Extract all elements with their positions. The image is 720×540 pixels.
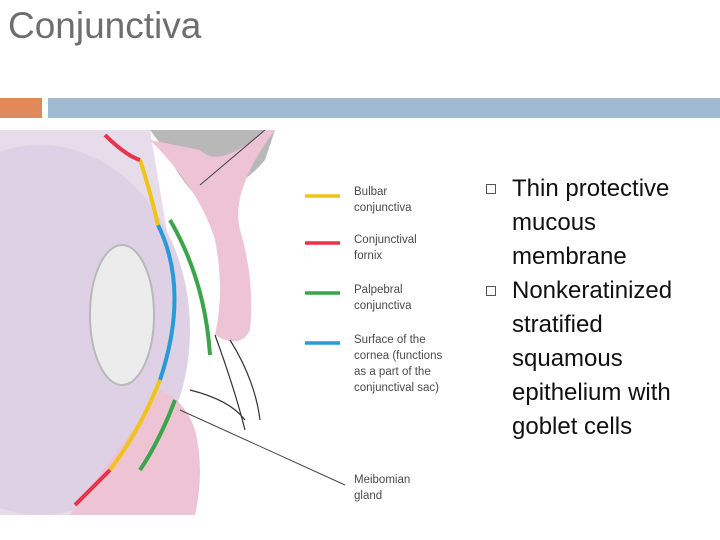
legend-cornea-line1: Surface of the <box>354 334 426 346</box>
palpebral-lower-line <box>138 399 177 472</box>
legend-palpebral-line1: Palpebral <box>354 284 403 296</box>
legend-bulbar-line2: conjunctiva <box>354 202 412 214</box>
upper-leader-line <box>199 130 266 186</box>
square-bullet-icon <box>486 184 496 194</box>
slide-title: Conjunctiva <box>8 5 202 46</box>
meibomian-leader-line <box>179 409 346 486</box>
legend-cornea-line3: as a part of the <box>354 366 431 378</box>
bullet-item: Thin protective mucous membrane <box>486 172 716 274</box>
title-rule-bar <box>48 98 720 118</box>
eyelash-lower <box>189 389 246 421</box>
bulbar-conjunctiva-upper-line <box>138 159 160 226</box>
legend-cornea-line4: conjunctival sac) <box>354 382 439 394</box>
legend-meibomian-line1: Meibomian <box>354 474 410 486</box>
legend-cornea-line2: cornea (functions <box>354 350 442 362</box>
upper-eyelid-shape <box>150 130 275 342</box>
legend-bulbar-line1: Bulbar <box>354 186 387 198</box>
bullet-list: Thin protective mucous membrane Nonkerat… <box>486 172 716 444</box>
fornix-upper-line <box>103 133 141 162</box>
lens-shape <box>89 244 155 386</box>
legend-meibomian-line2: gland <box>354 490 382 502</box>
bullet-item: Nonkeratinized stratified squamous epith… <box>486 274 716 444</box>
legend-fornix-line2: fornix <box>354 250 382 262</box>
square-bullet-icon <box>486 286 496 296</box>
bullet-text: Thin protective mucous membrane <box>512 175 670 270</box>
title-rule-accent <box>0 98 42 118</box>
legend-palpebral-line2: conjunctiva <box>354 300 412 312</box>
eyelash-upper <box>214 334 246 431</box>
bulbar-conjunctiva-lower-line <box>108 379 162 472</box>
fornix-lower-line <box>73 468 112 507</box>
cornea-surface-line <box>156 224 177 381</box>
conjunctiva-diagram: Bulbar conjunctiva Conjunctival fornix P… <box>0 130 462 515</box>
eye-cross-section-illustration: Bulbar conjunctiva Conjunctival fornix P… <box>0 130 442 515</box>
legend-fornix-line1: Conjunctival <box>354 234 417 246</box>
eyelash-upper-2 <box>229 339 261 421</box>
bullet-text: Nonkeratinized stratified squamous epith… <box>512 277 673 440</box>
palpebral-upper-line <box>168 218 212 356</box>
